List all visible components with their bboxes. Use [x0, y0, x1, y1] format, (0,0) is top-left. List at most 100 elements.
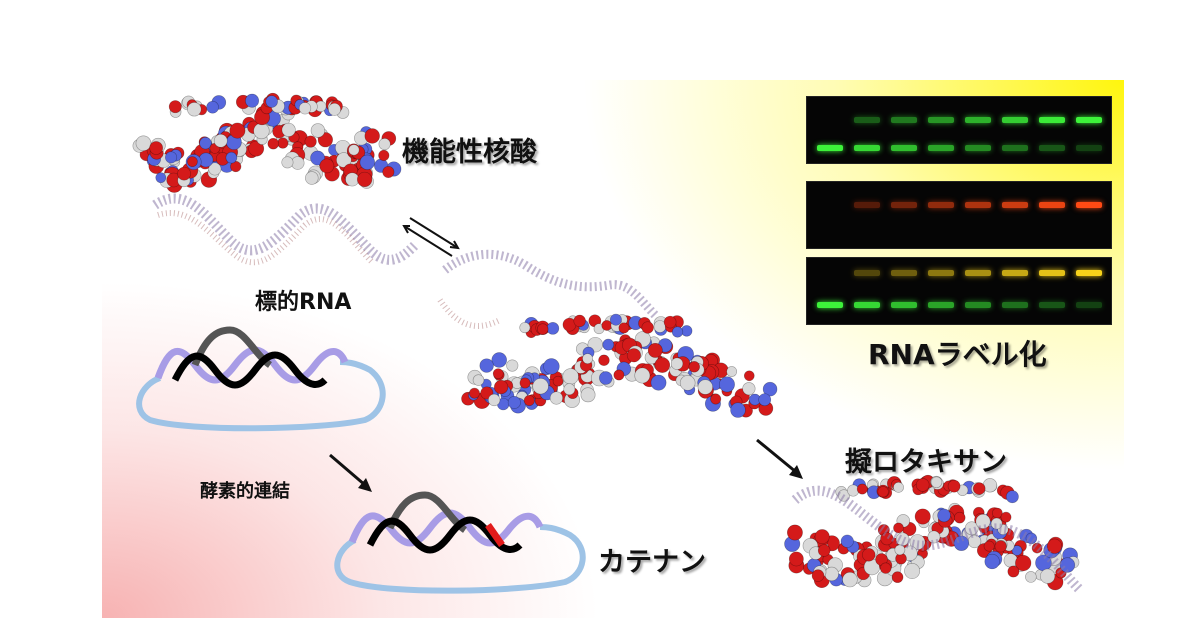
gel-band	[965, 302, 991, 308]
gel-image-merge	[806, 257, 1112, 325]
gel-band	[1076, 302, 1102, 308]
atom	[697, 379, 714, 395]
gel-band	[928, 302, 954, 308]
atom	[880, 562, 892, 574]
atom	[281, 122, 296, 137]
gel-band	[891, 270, 917, 276]
gel-band	[928, 202, 954, 208]
gel-image-red	[806, 181, 1112, 249]
atom	[598, 354, 610, 366]
atom	[281, 156, 294, 169]
atom	[613, 369, 625, 381]
atom	[1011, 545, 1023, 556]
label-pseudorotaxane: 擬ロタキサン	[845, 447, 1007, 478]
atom	[915, 478, 930, 492]
atom	[842, 571, 858, 588]
gel-band	[854, 302, 880, 308]
atom	[862, 548, 876, 562]
atom	[930, 476, 943, 489]
label-rna-labeling: RNAラベル化	[868, 338, 1047, 371]
atom	[1007, 565, 1020, 578]
atom	[1040, 568, 1056, 584]
atom	[348, 144, 360, 156]
gel-band	[817, 302, 843, 308]
atom	[743, 370, 755, 382]
gel-band	[928, 117, 954, 123]
atom	[187, 102, 202, 117]
gel-band	[1002, 302, 1028, 308]
label-enzymatic-ligation: 酵素的連結	[200, 481, 290, 502]
atom	[856, 483, 868, 495]
atom	[937, 508, 951, 523]
atom	[671, 326, 684, 338]
atom	[357, 171, 373, 188]
atom	[719, 376, 735, 393]
label-target-rna: 標的RNA	[255, 290, 352, 315]
atom	[336, 152, 352, 168]
atom	[469, 387, 480, 399]
gel-band	[965, 145, 991, 151]
gel-band	[1002, 117, 1028, 123]
atom	[267, 137, 279, 150]
atom	[1025, 571, 1037, 583]
gel-band	[1002, 202, 1028, 208]
atom	[168, 100, 182, 114]
atom	[549, 391, 563, 405]
atom	[788, 551, 804, 567]
atom	[983, 540, 995, 552]
atom	[647, 343, 663, 358]
atom	[670, 357, 684, 370]
gel-band	[965, 202, 991, 208]
gel-band	[891, 202, 917, 208]
atom	[972, 482, 986, 495]
gel-band	[854, 270, 880, 276]
atom	[975, 513, 991, 529]
atom	[654, 357, 671, 373]
gel-band	[1039, 270, 1065, 276]
atom	[310, 123, 326, 138]
atom	[506, 359, 519, 372]
atom	[537, 323, 549, 335]
gel-band	[928, 270, 954, 276]
gel-band	[1039, 145, 1065, 151]
atom	[507, 395, 521, 409]
atom	[519, 322, 531, 334]
atom	[730, 402, 746, 418]
atom	[582, 353, 593, 365]
atom	[187, 156, 198, 168]
atom	[814, 529, 830, 545]
gel-band	[1076, 117, 1102, 123]
gel-image-green	[806, 96, 1112, 164]
atom	[877, 486, 889, 498]
atom	[650, 374, 667, 391]
atom	[165, 151, 178, 164]
atom	[984, 553, 1000, 570]
gel-band	[1076, 145, 1102, 151]
label-functional-nucleic-acid: 機能性核酸	[402, 137, 537, 168]
atom	[265, 95, 278, 108]
atom	[493, 379, 509, 395]
atom	[155, 172, 167, 184]
atom	[519, 377, 531, 389]
gel-band	[965, 117, 991, 123]
atom	[229, 122, 246, 139]
atom	[543, 358, 560, 375]
gel-band	[1002, 145, 1028, 151]
atom	[1000, 511, 1012, 523]
gel-band	[854, 202, 880, 208]
atom	[208, 162, 222, 176]
atom	[573, 314, 586, 328]
atom	[817, 544, 831, 557]
gel-band	[1039, 117, 1065, 123]
atom	[532, 378, 549, 395]
atom	[726, 366, 738, 377]
atom	[710, 393, 722, 405]
gel-band	[1002, 270, 1028, 276]
atom	[1015, 554, 1032, 572]
atom	[894, 544, 906, 556]
atom	[762, 381, 778, 397]
